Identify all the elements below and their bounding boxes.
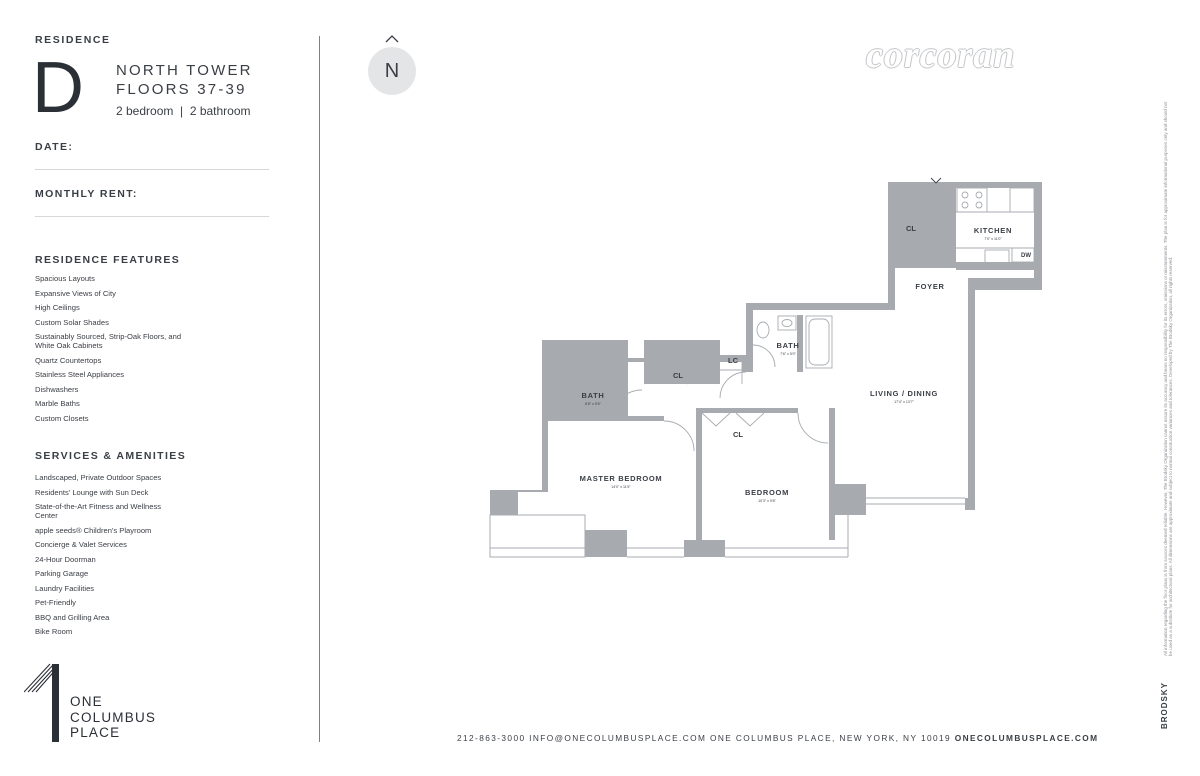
floor-plan-labels: KITCHEN 7'0" x 11'0" DW CL FOYER BATH 7'… [580,224,1032,503]
feature-item: Quartz Countertops [35,355,102,365]
rent-label: MONTHLY RENT: [35,188,138,200]
footer-contact: 212-863-3000 INFO@ONECOLUMBUSPLACE.COM O… [457,733,952,743]
room-count: 2 bedroom | 2 bathroom [116,104,251,118]
label-bath-lower-dim: 8'8" x 5'6" [585,402,601,406]
label-hall-closet: CL [673,371,683,380]
label-living-dining: LIVING / DINING [870,389,938,398]
feature-item: Stainless Steel Appliances [35,370,125,380]
footer-website[interactable]: ONECOLUMBUSPLACE.COM [954,733,1099,743]
label-living-dining-dim: 17'4" x 13'7" [894,400,914,404]
label-kitchen-dim: 7'0" x 11'0" [984,237,1002,241]
tower-info: NORTH TOWER FLOORS 37-39 [116,61,253,99]
tower-floors: FLOORS 37-39 [116,81,247,98]
chevron-up-icon [385,35,399,43]
one-columbus-logo-icon [24,663,59,742]
feature-item: High Ceilings [35,303,80,312]
tower-name: NORTH TOWER [116,62,253,79]
label-master-bedroom: MASTER BEDROOM [580,474,663,483]
label-dishwasher: DW [1021,253,1031,259]
date-label: DATE: [35,141,74,153]
sidebar: RESIDENCE D NORTH TOWER FLOORS 37-39 2 b… [0,0,320,776]
amenity-item: Concierge & Valet Services [35,540,127,550]
sidebar-divider [319,36,320,742]
amenity-item: Landscaped, Private Outdoor Spaces [35,473,162,482]
amenity-item: Residents' Lounge with Sun Deck [35,487,149,497]
legal-disclaimer: All information regarding the floor plan… [1163,101,1173,656]
amenity-item: apple seeds® Children's Playroom [35,525,152,535]
corcoran-logo: corcoran [866,34,1016,76]
label-bedroom-closet: CL [733,430,743,439]
feature-item: Spacious Layouts [35,274,95,283]
brand-line-2: COLUMBUS [70,709,157,725]
label-master-bedroom-dim: 14'0" x 11'5" [611,485,631,489]
brand-line-3: PLACE [70,725,121,740]
brand-line-1: ONE [70,694,103,709]
label-bedroom-dim: 10'3" x 9'8" [758,499,776,503]
north-letter: N [384,59,400,82]
feature-item: Marble Baths [35,399,80,409]
label-bath-lower: BATH [581,391,604,400]
features-title: RESIDENCE FEATURES [35,254,181,266]
date-line [35,169,269,170]
floor-plan-walls [490,182,1042,557]
label-bath-upper: BATH [776,341,799,350]
footer: 212-863-3000 INFO@ONECOLUMBUSPLACE.COM O… [457,733,1098,743]
floor-plan: KITCHEN 7'0" x 11'0" DW CL FOYER BATH 7'… [489,177,1042,558]
feature-item: Dishwashers [35,384,79,394]
label-foyer: FOYER [915,282,944,291]
amenity-item: Pet-Friendly [35,598,76,608]
residence-label: RESIDENCE [35,34,111,46]
feature-item: Expansive Views of City [35,288,116,298]
label-bath-upper-dim: 7'6" x 5'0" [780,352,796,356]
brodsky-logo: BRODSKY [1160,682,1169,730]
label-kitchen: KITCHEN [974,226,1012,235]
feature-item: Sustainably Sourced, Strip-Oak Floors, a… [35,332,182,351]
floor-plan-fixtures [549,177,1035,452]
amenity-item: Parking Garage [35,569,89,579]
rent-line [35,216,269,217]
label-foyer-closet: CL [906,224,916,233]
amenity-item: Bike Room [35,627,73,637]
amenity-item: Laundry Facilities [35,583,95,593]
amenity-item: State-of-the-Art Fitness and Wellness Ce… [35,502,162,521]
label-linen-closet: LC [728,356,739,365]
amenity-item: 24-Hour Doorman [35,554,96,564]
residence-letter: D [32,48,84,128]
north-compass: N [368,47,416,95]
feature-item: Custom Solar Shades [35,317,109,327]
brand-name: ONE COLUMBUS PLACE [70,694,156,741]
amenity-item: BBQ and Grilling Area [35,612,110,622]
label-bedroom: BEDROOM [745,488,789,497]
feature-item: Custom Closets [35,413,89,423]
amenities-title: SERVICES & AMENITIES [35,450,187,462]
